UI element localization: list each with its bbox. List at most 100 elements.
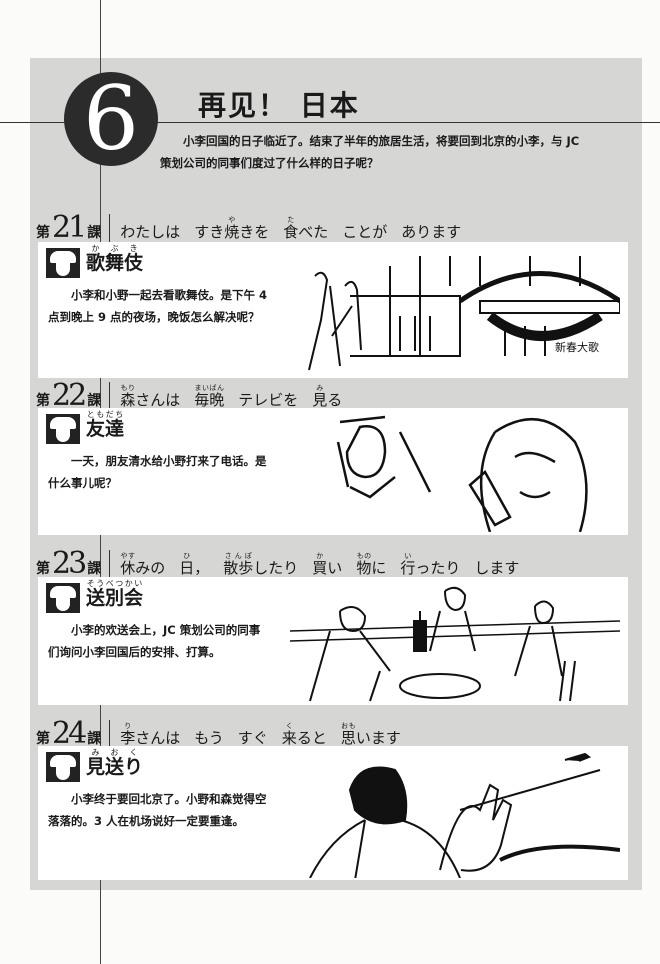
lesson-title-word: あります [401, 221, 461, 242]
chef-face-icon [46, 583, 80, 613]
word-text: すぐ [237, 729, 268, 747]
lesson-card: 送別会そうべつかい小李的欢送会上，JC 策划公司的同事们询问小李回国后的安排、打… [38, 577, 628, 705]
furigana: もり [120, 384, 136, 392]
word-kanji: 行い [400, 552, 416, 577]
lesson-title-word: すき焼やきを [194, 216, 269, 242]
word-okurigana: したり [253, 559, 299, 577]
furigana: り [120, 722, 136, 730]
lesson-title-word: 散歩さんぽしたり [223, 552, 298, 578]
lesson-card: 歌舞伎かぶき小李和小野一起去看歌舞伎。是下午 4 点到晚上 9 点的夜场，晚饭怎… [38, 242, 628, 378]
furigana: まいばん [194, 384, 225, 392]
lesson-card: 見送りみおく小李终于要回北京了。小野和森觉得空落落的。3 人在机场说好一定要重逢… [38, 746, 628, 882]
lesson-description: 小李终于要回北京了。小野和森觉得空落落的。3 人在机场说好一定要重逢。 [48, 792, 267, 828]
airport-farewell-icon [290, 750, 621, 882]
lesson-title-word: 食たべた [283, 216, 328, 242]
lesson-prefix: 第 [36, 225, 50, 241]
furigana: い [400, 552, 416, 560]
section-ruby: 友達ともだち [86, 410, 125, 440]
kanji-base: 散歩 [223, 559, 254, 577]
section-furigana: かぶき [86, 244, 144, 253]
word-kanji: 日ひ [179, 552, 195, 577]
word-kanji: 見み [312, 384, 328, 409]
section-furigana: そうべつかい [86, 579, 144, 588]
word-okurigana: さんは [135, 391, 181, 409]
lesson-title-word: 日ひ， [179, 552, 209, 578]
furigana: おも [340, 722, 356, 730]
word-kanji: 来く [282, 722, 297, 747]
lesson-card: 友達ともだち一天，朋友清水给小野打来了电话。是什么事儿呢？ [38, 408, 628, 535]
chef-face-icon [46, 414, 80, 444]
lesson-title-word: わたしは [120, 221, 180, 242]
section-ruby: 送別会そうべつかい [86, 579, 144, 609]
word-kanji: 休やす [120, 552, 136, 577]
furigana: や [224, 216, 240, 224]
word-okurigana: います [355, 729, 401, 747]
word-kanji: 思おも [341, 722, 356, 747]
furigana: か [312, 552, 328, 560]
lesson-title-word: 見みる [312, 384, 342, 410]
word-kanji: 森もり [120, 384, 136, 409]
kanji-base: 毎晩 [194, 391, 225, 409]
furigana: もの [356, 552, 372, 560]
word-okurigana: べた [298, 223, 329, 241]
section-title-text: 友達 [86, 418, 125, 440]
lesson-suffix: 課 [87, 393, 102, 409]
lesson-suffix: 課 [87, 225, 102, 241]
kanji-base: 休 [120, 559, 136, 577]
word-text: わたしは [120, 223, 181, 241]
furigana: ひ [179, 552, 195, 560]
farewell-party-icon [289, 581, 621, 707]
word-kanji: 毎晩まいばん [194, 384, 225, 409]
lesson-prefix: 第 [36, 731, 50, 747]
word-text: します [474, 559, 520, 577]
word-okurigana: ると [296, 729, 327, 747]
lesson-title: わたしはすき焼やきを食たべたことがあります [110, 216, 461, 242]
word-kanji: 焼や [224, 216, 239, 241]
word-kanji: 物もの [356, 552, 372, 577]
lesson-number-value: 21 [52, 210, 87, 245]
kanji-base: 行 [400, 559, 416, 577]
lesson-suffix: 課 [87, 561, 102, 577]
word-okurigana: ， [194, 559, 210, 577]
lesson-title-word: 思おもいます [341, 722, 401, 748]
chapter-title: 再见！ 日本 [198, 89, 360, 122]
lesson-title-word: テレビを [238, 389, 298, 410]
word-okurigana: ったり [415, 559, 461, 577]
kanji-base: 見 [312, 391, 328, 409]
svg-text:新春大歌: 新春大歌 [555, 340, 599, 354]
word-text: もう [194, 729, 224, 747]
section-title: 歌舞伎かぶき [86, 244, 143, 275]
chef-face-icon [46, 248, 80, 278]
furigana: やす [120, 552, 136, 560]
word-okurigana: きを [239, 223, 270, 241]
divider-horizontal [0, 122, 660, 123]
lesson-title-word: 毎晩まいばん [194, 384, 224, 410]
kabuki-theater-icon: 新春大歌 [290, 246, 622, 378]
kanji-base: 日 [179, 559, 195, 577]
word-text: ことが [342, 223, 388, 241]
kanji-base: 物 [356, 559, 372, 577]
lesson-title-word: 行いったり [400, 552, 460, 578]
furigana: く [281, 722, 297, 730]
word-text: あります [401, 223, 462, 241]
kanji-base: 森 [120, 391, 136, 409]
chapter-intro: 小李回国的日子临近了。结束了半年的旅居生活，将要回到北京的小李，与 JC 策划公… [160, 134, 580, 170]
lesson-title: 森もりさんは毎晩まいばんテレビを見みる [110, 384, 342, 410]
section-title-text: 送別会 [86, 587, 144, 609]
word-okurigana: い [327, 559, 343, 577]
lesson-title: 李りさんはもうすぐ来くると思おもいます [110, 722, 401, 748]
furigana: さんぽ [223, 552, 254, 560]
lesson-suffix: 課 [87, 731, 102, 747]
section-ruby: 見送りみおく [86, 748, 143, 778]
lesson-number-value: 24 [52, 716, 87, 751]
kanji-base: 李 [120, 729, 136, 747]
furigana: た [283, 216, 299, 224]
lesson-title-word: すぐ [238, 727, 268, 748]
section-ruby: 歌舞伎かぶき [86, 244, 143, 274]
section-title: 友達ともだち [86, 410, 124, 441]
lesson-title-word: もう [194, 727, 224, 748]
